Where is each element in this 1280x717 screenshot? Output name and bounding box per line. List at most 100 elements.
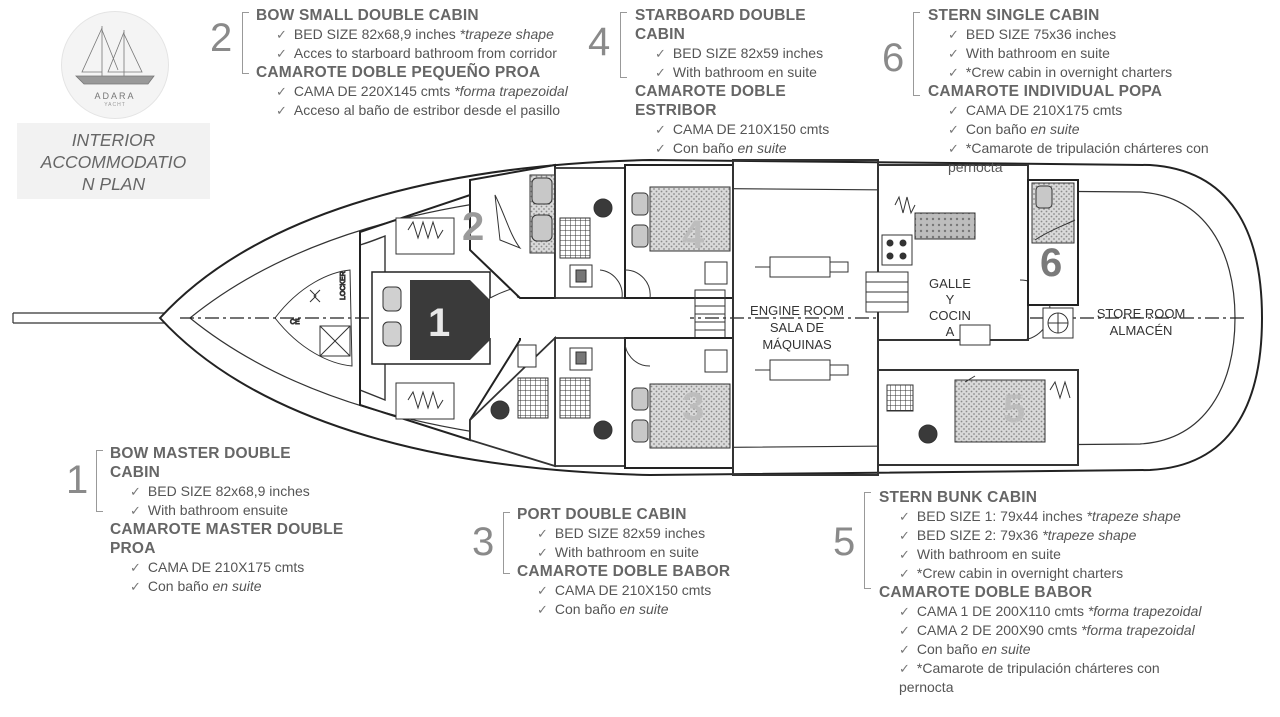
cabin-2-bracket	[242, 12, 249, 74]
title-line-1: INTERIOR	[71, 130, 156, 150]
svg-text:LOCKER: LOCKER	[340, 271, 347, 300]
cabin-5-title-es: CAMAROTE DOBLE BABOR	[879, 584, 1093, 601]
list-item: Acceso al baño de estribor desde el pasi…	[256, 101, 591, 120]
port-bathroom	[554, 337, 626, 467]
cabin-1-title-es: CAMAROTE MASTER DOUBLE PROA	[110, 521, 344, 557]
list-item: Con baño en suite	[928, 120, 1248, 139]
cabin-4	[624, 164, 734, 299]
list-item: CAMA 1 DE 200X110 cmts *forma trapezoida…	[879, 602, 1209, 621]
list-item: Con baño en suite	[635, 139, 845, 158]
cabin-4-number: 4	[588, 20, 611, 64]
list-item: BED SIZE 75x36 inches	[928, 25, 1248, 44]
cabin-5-description: STERN BUNK CABIN BED SIZE 1: 79x44 inche…	[879, 488, 1209, 696]
list-item: BED SIZE 1: 79x44 inches *trapeze shape	[879, 507, 1209, 526]
cabin-5-title-en: STERN BUNK CABIN	[879, 489, 1038, 506]
cabin-6-bracket	[913, 12, 920, 96]
svg-text:CE: CE	[290, 319, 300, 326]
list-item: *Crew cabin in overnight charters	[928, 63, 1248, 82]
list-item: Acces to starboard bathroom from corrido…	[256, 44, 591, 63]
plan-number-3: 3	[682, 385, 704, 429]
plan-number-4: 4	[682, 213, 705, 257]
starboard-bathroom-forward	[554, 167, 626, 299]
list-item: CAMA DE 210X175 cmts	[110, 558, 345, 577]
galley	[865, 164, 1051, 346]
sailboat-icon	[75, 26, 155, 85]
list-item: CAMA DE 210X150 cmts	[517, 581, 777, 600]
plan-number-2: 2	[462, 205, 484, 249]
cabin-4-title-en: STARBOARD DOUBLE CABIN	[635, 7, 806, 43]
plan-number-6: 6	[1040, 241, 1062, 285]
bow-locker: CE LOCKER	[274, 269, 353, 367]
cabin-5-number: 5	[833, 520, 856, 564]
cabin-1-bracket	[96, 450, 103, 512]
title-line-2: ACCOMMODATIO	[40, 152, 187, 172]
cabin-3-number: 3	[472, 520, 495, 564]
galley-label-3: COCIN	[929, 308, 971, 323]
list-item: With bathroom en suite	[928, 44, 1248, 63]
list-item: With bathroom ensuite	[110, 501, 345, 520]
list-item: BED SIZE 82x59 inches	[517, 524, 777, 543]
list-item: With bathroom en suite	[879, 545, 1209, 564]
cabin-2-description: BOW SMALL DOUBLE CABIN BED SIZE 82x68,9 …	[256, 6, 591, 120]
logo-sub: YACHT	[104, 102, 126, 108]
galley-label-1: GALLE	[929, 276, 971, 291]
master-cabin-1	[359, 193, 521, 442]
page-title: INTERIOR ACCOMMODATIO N PLAN	[17, 129, 210, 195]
cabin-4-title-es: CAMAROTE DOBLE ESTRIBOR	[635, 83, 786, 119]
cabin-2-number: 2	[210, 16, 233, 60]
list-item: With bathroom en suite	[517, 543, 777, 562]
cabin-2-title-es: CAMAROTE DOBLE PEQUEÑO PROA	[256, 64, 541, 81]
cabin-1-title-en: BOW MASTER DOUBLE CABIN	[110, 445, 291, 481]
cabin-2-title-en: BOW SMALL DOUBLE CABIN	[256, 7, 479, 24]
cabin-1-number: 1	[66, 458, 89, 502]
list-item: CAMA DE 210X150 cmts	[635, 120, 845, 139]
galley-label-4: A	[946, 324, 955, 339]
list-item: CAMA DE 210X175 cmts	[928, 101, 1248, 120]
list-item: *Camarote de tripulación chárteres con p…	[879, 659, 1209, 696]
title-line-3: N PLAN	[81, 174, 146, 194]
list-item: With bathroom en suite	[635, 63, 845, 82]
engine-room-label-3: MÁQUINAS	[762, 337, 832, 352]
cabin-6-description: STERN SINGLE CABIN BED SIZE 75x36 inches…	[928, 6, 1248, 176]
list-item: CAMA 2 DE 200X90 cmts *forma trapezoidal	[879, 621, 1209, 640]
cabin-3-bracket	[503, 512, 510, 574]
list-item: Con baño en suite	[879, 640, 1209, 659]
list-item: BED SIZE 2: 79x36 *trapeze shape	[879, 526, 1209, 545]
plan-number-1: 1	[428, 301, 450, 345]
cabin-3	[624, 337, 734, 469]
plan-number-5: 5	[1003, 387, 1025, 431]
cabin-6	[1027, 179, 1079, 339]
list-item: BED SIZE 82x68,9 inches	[110, 482, 345, 501]
list-item: BED SIZE 82x68,9 inches *trapeze shape	[256, 25, 591, 44]
master-bathroom	[469, 335, 556, 468]
cabin-3-title-en: PORT DOUBLE CABIN	[517, 506, 687, 523]
cabin-4-description: STARBOARD DOUBLE CABIN BED SIZE 82x59 in…	[635, 6, 845, 158]
cabin-1-description: BOW MASTER DOUBLE CABIN BED SIZE 82x68,9…	[110, 444, 345, 596]
cabin-5	[877, 369, 1079, 466]
list-item: CAMA DE 220X145 cmts *forma trapezoidal	[256, 82, 591, 101]
store-room-label-2: ALMACÉN	[1110, 323, 1173, 338]
companionway-stairs	[694, 289, 726, 349]
engine-room-label-2: SALA DE	[770, 320, 825, 335]
bowsprit	[12, 312, 180, 324]
logo-name: ADARA	[94, 91, 136, 101]
adara-logo: ADARA YACHT	[62, 12, 168, 118]
list-item: Con baño en suite	[110, 577, 345, 596]
list-item: Con baño en suite	[517, 600, 777, 619]
cabin-3-title-es: CAMAROTE DOBLE BABOR	[517, 563, 731, 580]
cabin-4-bracket	[620, 12, 627, 78]
list-item: *Camarote de tripulación chárteres con p…	[928, 139, 1248, 176]
store-room-label-1: STORE ROOM	[1097, 306, 1186, 321]
cabin-6-title-en: STERN SINGLE CABIN	[928, 7, 1100, 24]
plan-title-box: INTERIOR ACCOMMODATIO N PLAN	[17, 123, 210, 199]
cabin-2	[469, 163, 557, 299]
cabin-6-title-es: CAMAROTE INDIVIDUAL POPA	[928, 83, 1163, 100]
engine-room-label-1: ENGINE ROOM	[750, 303, 844, 318]
list-item: *Crew cabin in overnight charters	[879, 564, 1209, 583]
cabin-3-description: PORT DOUBLE CABIN BED SIZE 82x59 inches …	[517, 505, 777, 619]
galley-label-2: Y	[946, 292, 955, 307]
cabin-5-bracket	[864, 492, 871, 589]
cabin-6-number: 6	[882, 36, 905, 80]
list-item: BED SIZE 82x59 inches	[635, 44, 845, 63]
